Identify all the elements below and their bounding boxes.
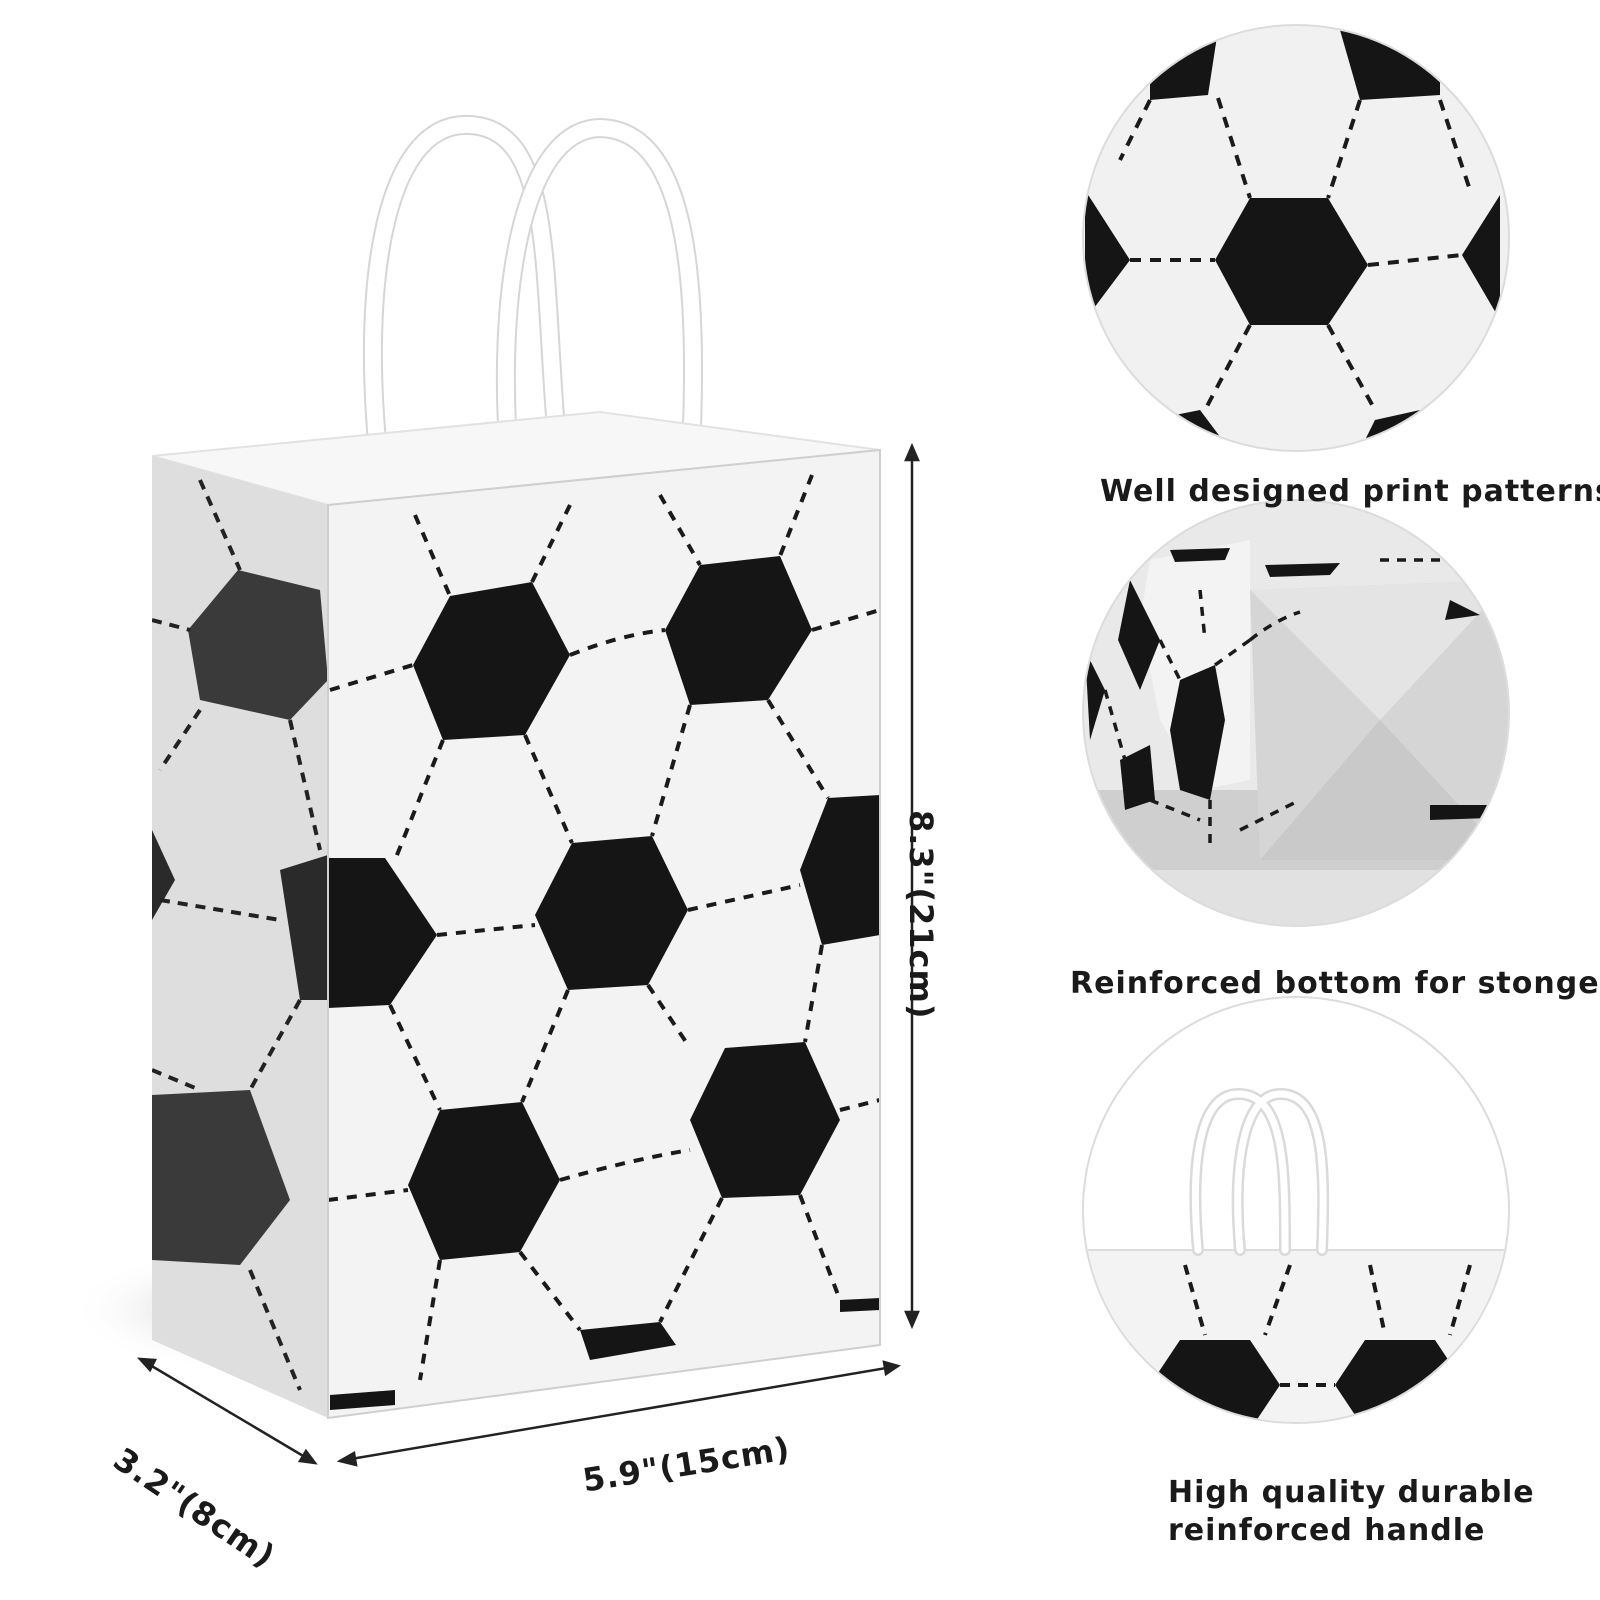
feature-caption-handle: High quality durable reinforced handle bbox=[1168, 1474, 1535, 1550]
feature-circle-bottom bbox=[1082, 499, 1510, 927]
bag-front-panel bbox=[328, 450, 880, 1418]
bag-front-outline bbox=[327, 448, 881, 1420]
bag-side-panel bbox=[152, 456, 328, 1418]
feature-caption-bottom: Reinforced bottom for stonger bbox=[1070, 966, 1600, 1001]
feature-circle-pattern bbox=[1082, 24, 1510, 452]
feature-circle-handle bbox=[1082, 996, 1510, 1424]
height-dimension-label: 8.3"(21cm) bbox=[902, 810, 940, 1020]
feature-caption-pattern: Well designed print patterns bbox=[1100, 474, 1600, 509]
feature-caption-handle-line2: reinforced handle bbox=[1168, 1513, 1486, 1548]
feature-caption-handle-line1: High quality durable bbox=[1168, 1475, 1535, 1510]
bag-handles bbox=[362, 114, 704, 480]
dimension-lines bbox=[136, 442, 920, 1467]
